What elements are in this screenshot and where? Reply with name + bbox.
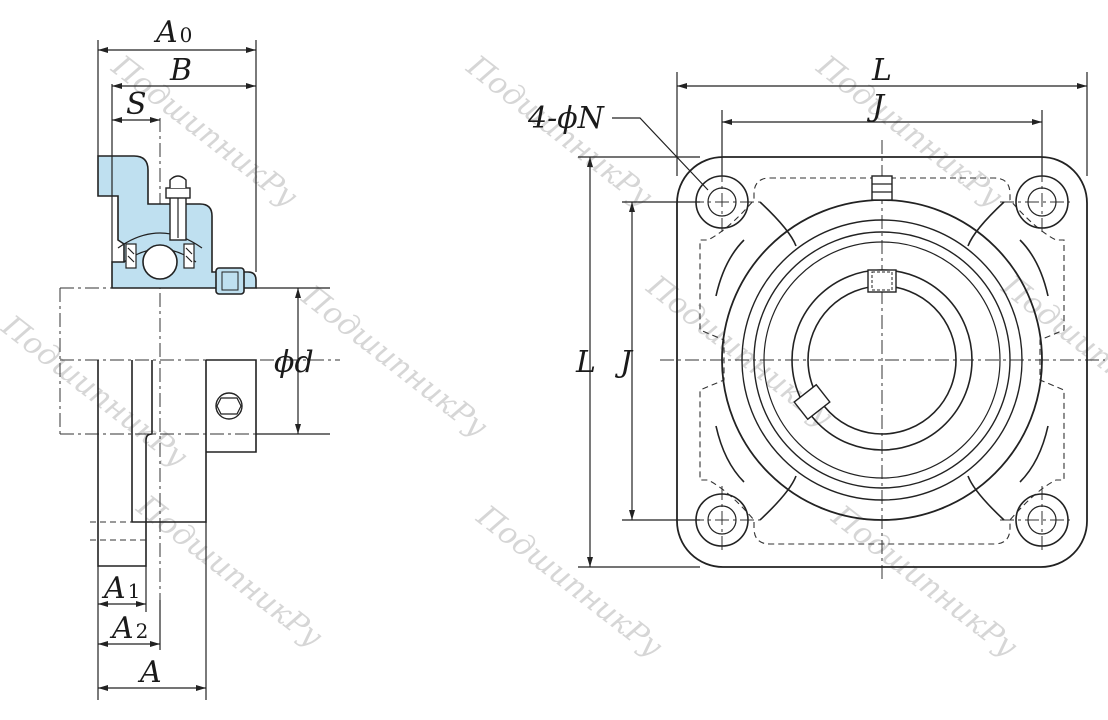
dim-phi-d [295, 288, 301, 434]
front-view: 4-ϕN L J L J [527, 53, 1105, 580]
bolt-hole [707, 187, 737, 217]
label-phi-d: ϕd [274, 345, 314, 380]
dim-S [112, 117, 160, 123]
set-screw [793, 383, 831, 421]
watermark: ПодшипникРу [294, 278, 494, 445]
label-L-top: L [871, 53, 892, 88]
watermark: ПодшипникРу [129, 488, 329, 655]
housing-flange [97, 360, 153, 567]
bolt-hole [1027, 187, 1057, 217]
dim-A0 [98, 47, 256, 53]
label-S: S [126, 87, 147, 122]
hole-leader [612, 117, 709, 191]
dim-A2 [98, 641, 160, 647]
dim-L-vertical [587, 157, 593, 567]
set-screw [215, 267, 245, 295]
dim-A [98, 685, 206, 691]
set-screw [867, 269, 897, 293]
dim-L-horizontal [677, 83, 1087, 89]
dim-A1 [98, 601, 146, 607]
dim-J-vertical [629, 202, 635, 520]
label-B: B [169, 53, 192, 88]
watermark: ПодшипникРу [0, 308, 194, 475]
dim-J-horizontal [722, 119, 1042, 125]
label-hole-callout: 4-ϕN [527, 101, 606, 136]
watermarks: ПодшипникРу ПодшипникРу ПодшипникРу Подш… [0, 48, 1108, 665]
flange-plate [676, 156, 1088, 568]
bolt-hole [1027, 505, 1057, 535]
label-J-side: J [614, 345, 634, 380]
watermark: ПодшипникРу [469, 498, 669, 665]
bolt-hole [1015, 493, 1069, 547]
bearing-ball [142, 244, 178, 280]
label-L-side: L [575, 345, 596, 380]
watermark: ПодшипникРу [994, 268, 1108, 435]
dim-B [112, 83, 256, 89]
bolt-hole [707, 505, 737, 535]
label-A: A [137, 655, 162, 690]
watermark: ПодшипникРу [809, 48, 1009, 215]
watermark: ПодшипникРу [824, 498, 1024, 665]
